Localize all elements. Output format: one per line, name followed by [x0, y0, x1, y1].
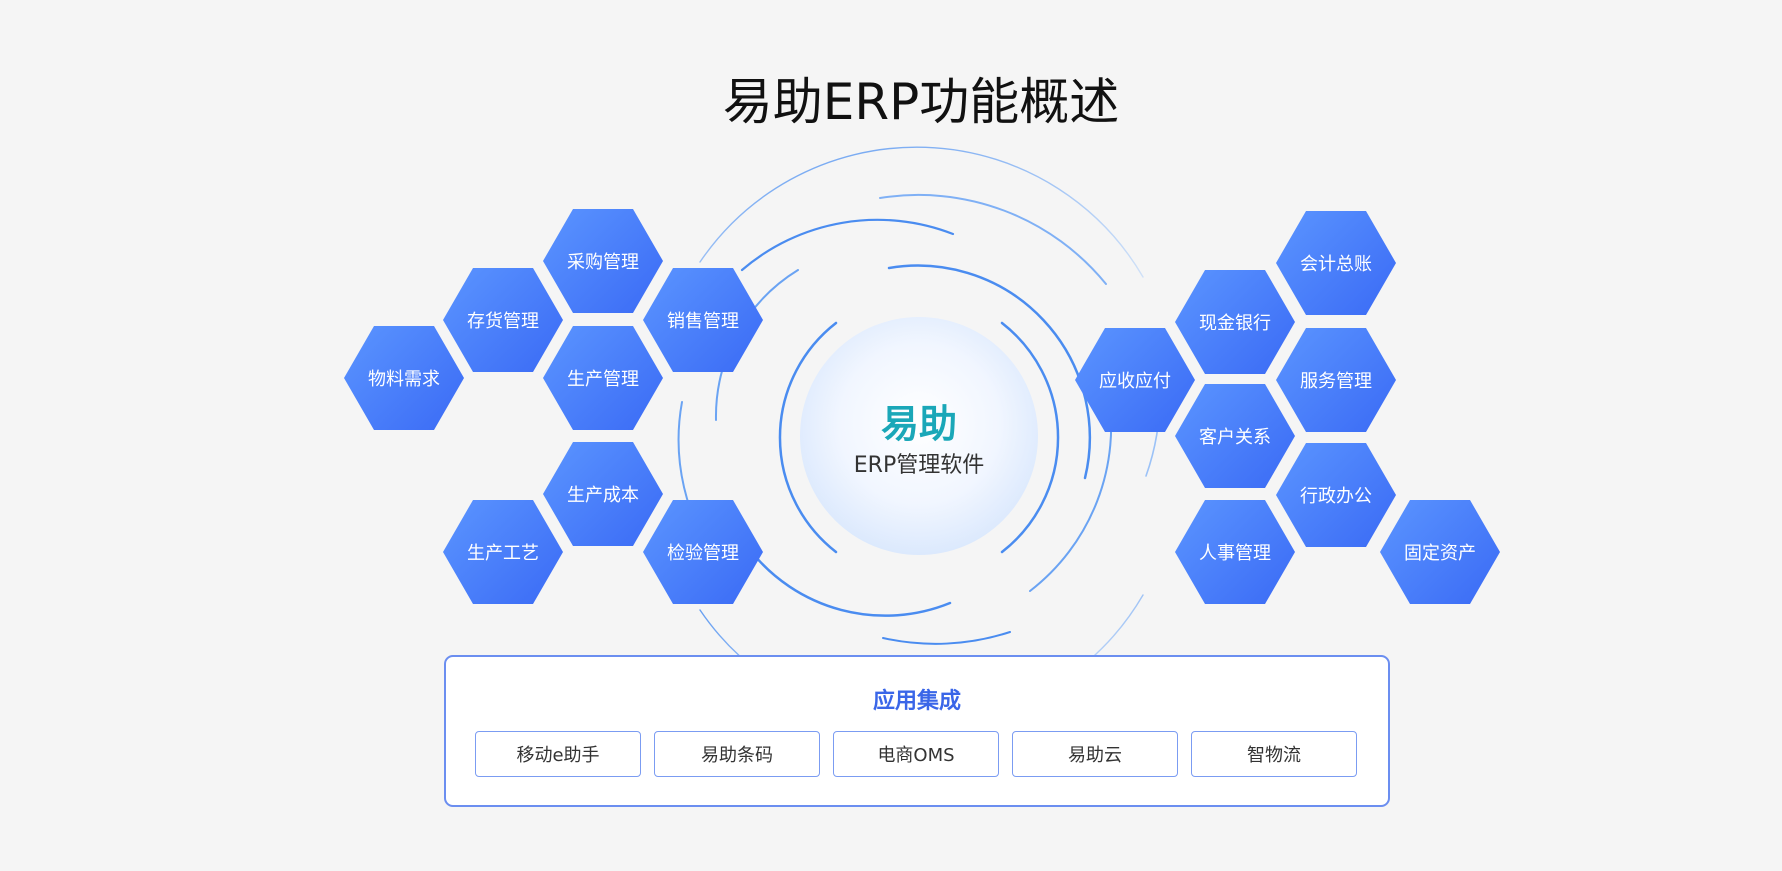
ring-arc: [778, 321, 838, 554]
integration-item-oms[interactable]: 电商OMS: [833, 731, 999, 777]
ring-arc: [740, 218, 955, 272]
module-hex-sales[interactable]: 销售管理: [643, 268, 763, 372]
ring-arc: [748, 548, 952, 617]
integration-item-barcode[interactable]: 易助条码: [654, 731, 820, 777]
module-hex-crm[interactable]: 客户关系: [1175, 384, 1295, 488]
integration-item-cloud[interactable]: 易助云: [1012, 731, 1178, 777]
module-hex-mrp[interactable]: 物料需求: [344, 326, 464, 430]
ring-arc: [699, 146, 1144, 278]
integration-title: 应用集成: [872, 689, 961, 714]
integration-panel: 应用集成 移动e助手 易助条码 电商OMS 易助云 智物流: [444, 655, 1390, 807]
module-hex-inventory[interactable]: 存货管理: [443, 268, 563, 372]
integration-item-mobile[interactable]: 移动e助手: [475, 731, 641, 777]
core-subtitle: ERP管理软件: [853, 453, 985, 478]
module-hex-cash-bank[interactable]: 现金银行: [1175, 270, 1295, 374]
ring-arc: [879, 193, 1107, 285]
core-title: 易助: [880, 402, 957, 446]
module-hex-production[interactable]: 生产管理: [543, 326, 663, 430]
ring-arc: [1000, 321, 1060, 554]
ring-arc: [882, 631, 1011, 645]
core-circle: 易助 ERP管理软件: [800, 317, 1038, 555]
module-hex-receivable-payable[interactable]: 应收应付: [1075, 328, 1195, 432]
module-hex-service[interactable]: 服务管理: [1276, 328, 1396, 432]
ring-arc: [887, 264, 1092, 480]
page-title: 易助ERP功能概述: [722, 73, 1120, 131]
integration-items: 移动e助手 易助条码 电商OMS 易助云 智物流: [475, 731, 1357, 777]
integration-item-logistics[interactable]: 智物流: [1191, 731, 1357, 777]
